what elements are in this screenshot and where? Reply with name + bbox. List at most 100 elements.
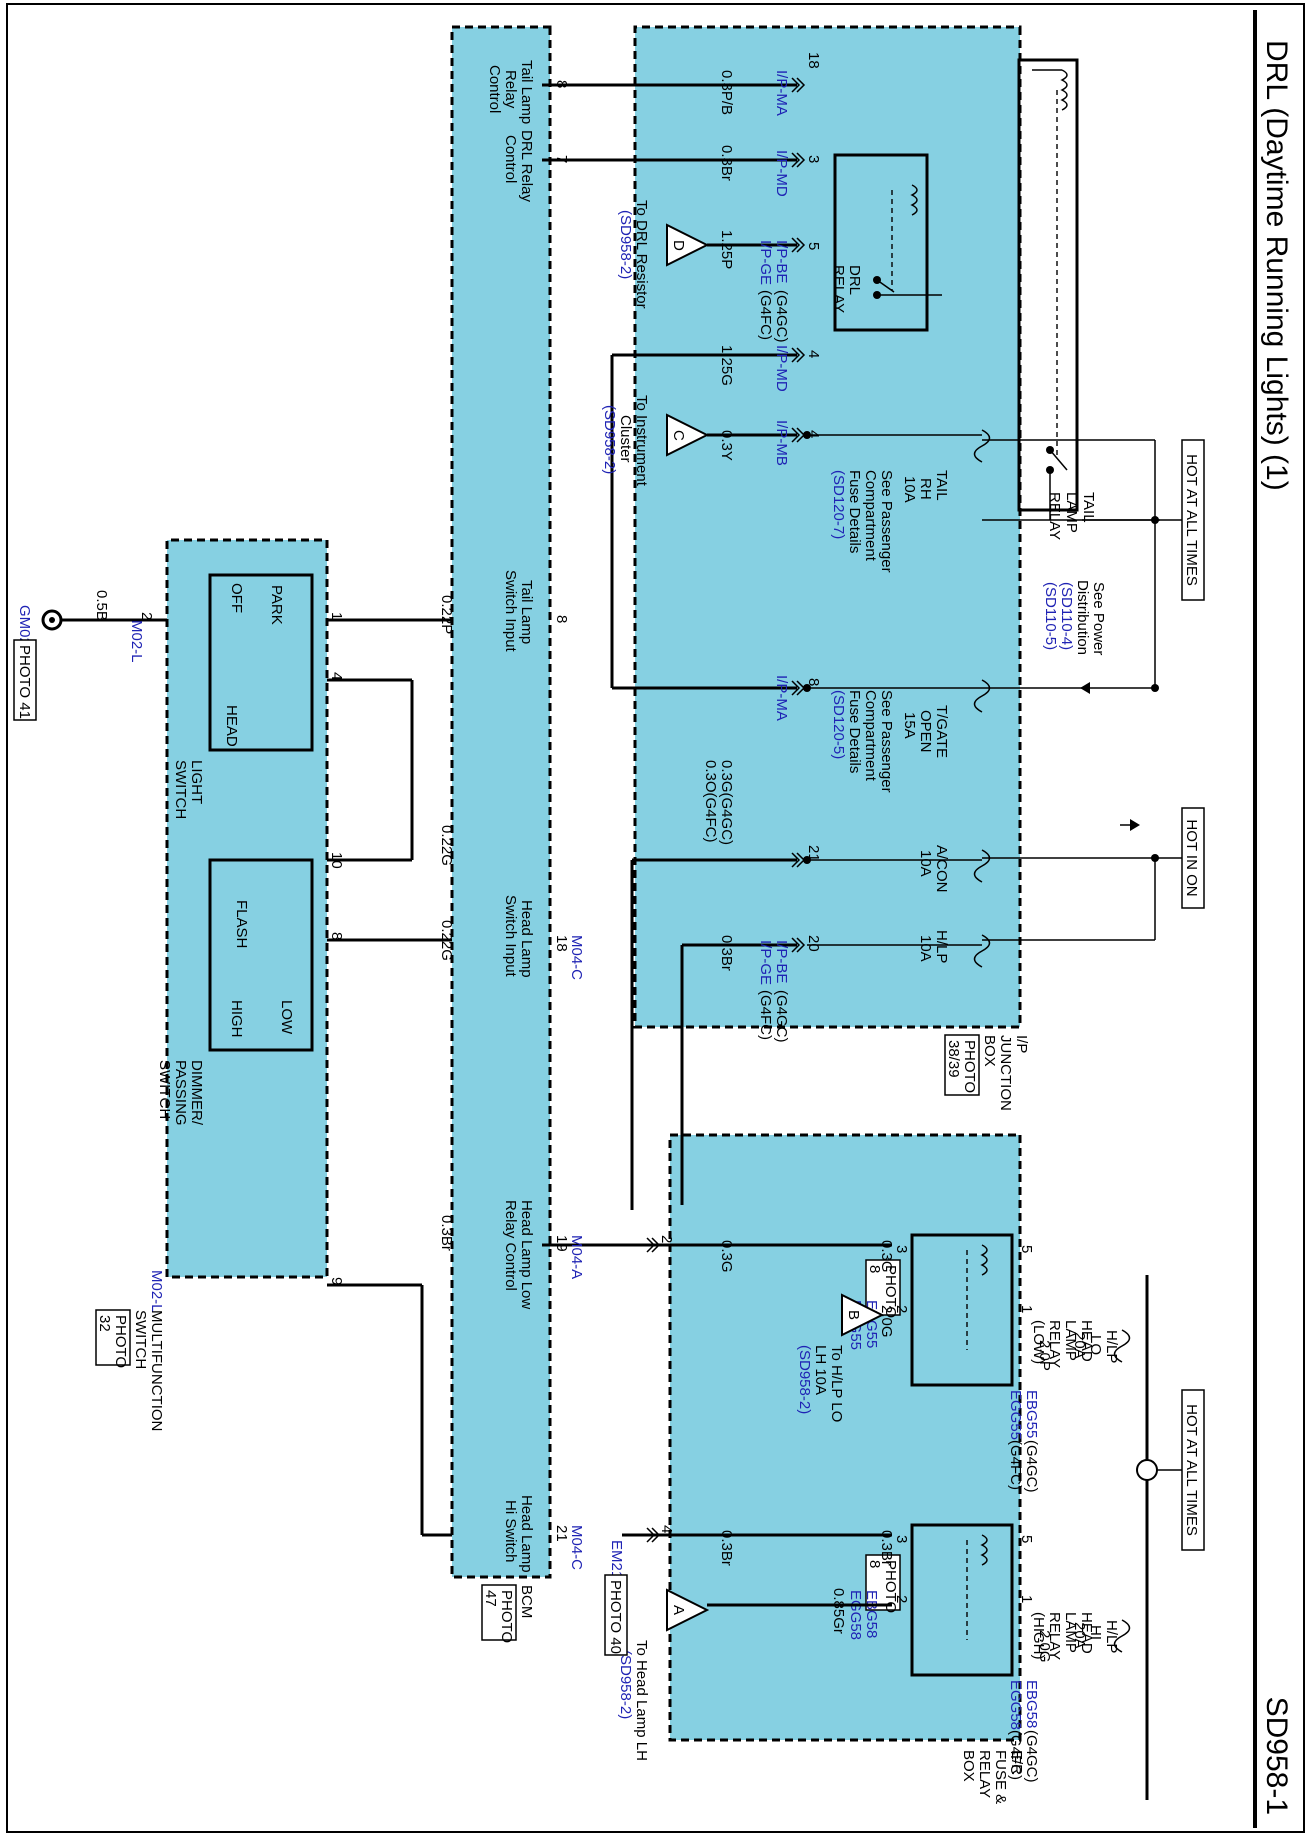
svg-text:3: 3	[893, 1245, 910, 1253]
svg-text:EBG58: EBG58	[1023, 1680, 1040, 1728]
er-box-label: E/RFUSE &RELAYBOX	[960, 1750, 1025, 1804]
ip-junction-box	[633, 25, 1022, 1029]
drl-relay	[833, 153, 929, 332]
hl-high-relay-label: HEADLAMPRELAY(HIGH)	[1030, 1612, 1095, 1660]
svg-text:4: 4	[658, 1525, 675, 1533]
svg-text:5: 5	[1018, 1245, 1035, 1253]
tail-relay-label: TAIL LAMP	[1063, 492, 1097, 533]
svg-text:4: 4	[805, 430, 822, 438]
svg-text:1: 1	[1018, 1595, 1035, 1603]
ip-junction-label: I/PJUNCTIONBOX PHOTO38/39	[944, 1034, 1030, 1111]
svg-text:LOW: LOW	[278, 1000, 295, 1035]
svg-text:0.22G: 0.22G	[438, 825, 455, 866]
svg-text:0.85Gr: 0.85Gr	[830, 1588, 847, 1634]
bcm-label: BCM PHOTO47	[481, 1584, 535, 1643]
svg-text:Head Lamp LowRelay Control: Head Lamp LowRelay Control	[502, 1200, 535, 1309]
svg-text:(G4GC): (G4GC)	[1023, 1730, 1040, 1783]
svg-text:0.3G(G4GC): 0.3G(G4GC)	[718, 760, 735, 845]
svg-text:Head LampSwitch Input: Head LampSwitch Input	[502, 895, 535, 978]
svg-text:3: 3	[805, 155, 822, 163]
ip-wire-labels: 0.3P/B 0.3Br 1.25P 1.25G 0.3Y 0.3G(G4GC)…	[702, 70, 735, 971]
svg-text:I/P-GE: I/P-GE	[757, 240, 774, 285]
svg-text:LIGHTSWITCH: LIGHTSWITCH	[172, 760, 205, 819]
svg-text:(G4GC): (G4GC)	[773, 290, 790, 343]
svg-text:EGG58: EGG58	[847, 1590, 864, 1640]
page-code: SD958-1	[1260, 1697, 1293, 1815]
svg-text:(SD958-2): (SD958-2)	[796, 1345, 813, 1414]
fuse-acon: A/CON10A	[917, 845, 991, 893]
svg-text:T/GATEOPEN15A: T/GATEOPEN15A	[901, 705, 950, 758]
svg-text:I/P-MA: I/P-MA	[773, 675, 790, 721]
svg-text:0.3Br: 0.3Br	[718, 145, 735, 181]
svg-text:B: B	[845, 1310, 862, 1320]
svg-text:I/P-GE: I/P-GE	[757, 940, 774, 985]
svg-text:I/P-BE: I/P-BE	[773, 940, 790, 983]
dimmer-switch-labels: FLASH LOW HIGH DIMMER/PASSINGSWITCH	[156, 900, 295, 1126]
svg-text:3: 3	[893, 1535, 910, 1543]
page-frame	[6, 3, 1305, 1833]
svg-text:PHOTO47: PHOTO47	[482, 1590, 515, 1643]
svg-text:EBG55: EBG55	[1023, 1390, 1040, 1438]
svg-text:A/CON10A: A/CON10A	[917, 845, 950, 893]
svg-text:(SD110-4)(SD110-5): (SD110-4)(SD110-5)	[1042, 582, 1075, 650]
svg-text:2: 2	[658, 1235, 675, 1243]
bcm-pin-labels: 8 7 8 18 19 21	[553, 80, 570, 1542]
multifunction-label: M02-L MULTIFUNCTIONSWITCH PHOTO32	[95, 1270, 165, 1431]
svg-text:1.25P: 1.25P	[718, 230, 735, 269]
svg-text:PARK: PARK	[268, 585, 285, 625]
fuse-details-note-1: See PassengerCompartmentFuse Details (SD…	[830, 470, 895, 573]
light-switch-labels: PARK OFF HEAD LIGHTSWITCH	[172, 583, 285, 819]
fuse-tgate: T/GATEOPEN15A	[901, 679, 991, 758]
svg-text:M04-C: M04-C	[568, 935, 585, 980]
mf-wire-labels: 0.22P 0.22G 0.22G 0.3Br	[438, 595, 455, 1251]
svg-text:(G4FC): (G4FC)	[1007, 1440, 1024, 1490]
hl-high-relay	[910, 1523, 1014, 1677]
svg-text:FLASH: FLASH	[233, 900, 250, 948]
svg-text:BCM: BCM	[518, 1585, 535, 1618]
svg-text:HOT AT ALL TIMES: HOT AT ALL TIMES	[1183, 454, 1200, 586]
hot-label-all-times-2: HOT AT ALL TIMES	[1181, 1389, 1205, 1551]
svg-text:PHOTO 41: PHOTO 41	[16, 645, 33, 719]
svg-text:I/P-MB: I/P-MB	[773, 420, 790, 466]
fuse-details-note-2: See PassengerCompartmentFuse Details (SD…	[830, 690, 895, 793]
svg-text:PHOTO 40: PHOTO 40	[607, 1580, 624, 1654]
ref-d: D To DRL Resistor (SD958-2)	[617, 200, 710, 309]
svg-text:(SD958-2): (SD958-2)	[601, 405, 618, 474]
hl-low-relay-label: HEADLAMPRELAY(LOW)	[1030, 1320, 1095, 1368]
svg-text:(G4GC): (G4GC)	[1023, 1440, 1040, 1493]
svg-text:M04-C: M04-C	[568, 1525, 585, 1570]
light-switch	[208, 573, 314, 752]
svg-text:Tail LampRelayControl: Tail LampRelayControl	[486, 60, 535, 124]
svg-text:2: 2	[138, 612, 155, 620]
svg-text:D: D	[670, 240, 687, 251]
svg-text:0.22G: 0.22G	[438, 920, 455, 961]
svg-text:7: 7	[553, 155, 570, 163]
svg-text:21: 21	[553, 1525, 570, 1542]
svg-text:1.25G: 1.25G	[718, 345, 735, 386]
ip-connector-labels: I/P-MA I/P-MD I/P-BE (G4GC) I/P-GE (G4FC…	[757, 70, 790, 1043]
svg-text:1: 1	[1018, 1305, 1035, 1313]
svg-text:8: 8	[553, 80, 570, 88]
page-title: DRL (Daytime Running Lights) (1)	[1260, 40, 1293, 491]
svg-text:20: 20	[805, 935, 822, 952]
svg-text:Tail LampSwitch Input: Tail LampSwitch Input	[502, 570, 535, 653]
dimmer-passing-switch	[208, 858, 314, 1052]
ground-gm02: 0.5B M02-L GM02 PHOTO 41	[13, 590, 145, 721]
fuse-hlp-hi: H/LPHI20A	[1071, 1619, 1131, 1653]
svg-text:MULTIFUNCTIONSWITCH: MULTIFUNCTIONSWITCH	[132, 1310, 165, 1431]
svg-text:I/P-BE: I/P-BE	[773, 240, 790, 283]
em21-labels: 2 4 EM21 PHOTO 40	[604, 1235, 675, 1656]
svg-text:PHOTO38/39: PHOTO38/39	[945, 1040, 978, 1093]
svg-text:PHOTO32: PHOTO32	[96, 1315, 129, 1368]
svg-text:H/LP10A: H/LP10A	[917, 930, 950, 963]
svg-text:5: 5	[805, 242, 822, 250]
svg-text:To H/LP LOLH 10A: To H/LP LOLH 10A	[812, 1345, 845, 1422]
svg-text:HEAD: HEAD	[223, 705, 240, 747]
svg-text:0.5B: 0.5B	[93, 590, 110, 621]
svg-text:8: 8	[553, 615, 570, 623]
svg-text:EBG58: EBG58	[863, 1590, 880, 1638]
svg-text:10: 10	[328, 852, 345, 869]
svg-text:M04-A: M04-A	[568, 1235, 585, 1279]
